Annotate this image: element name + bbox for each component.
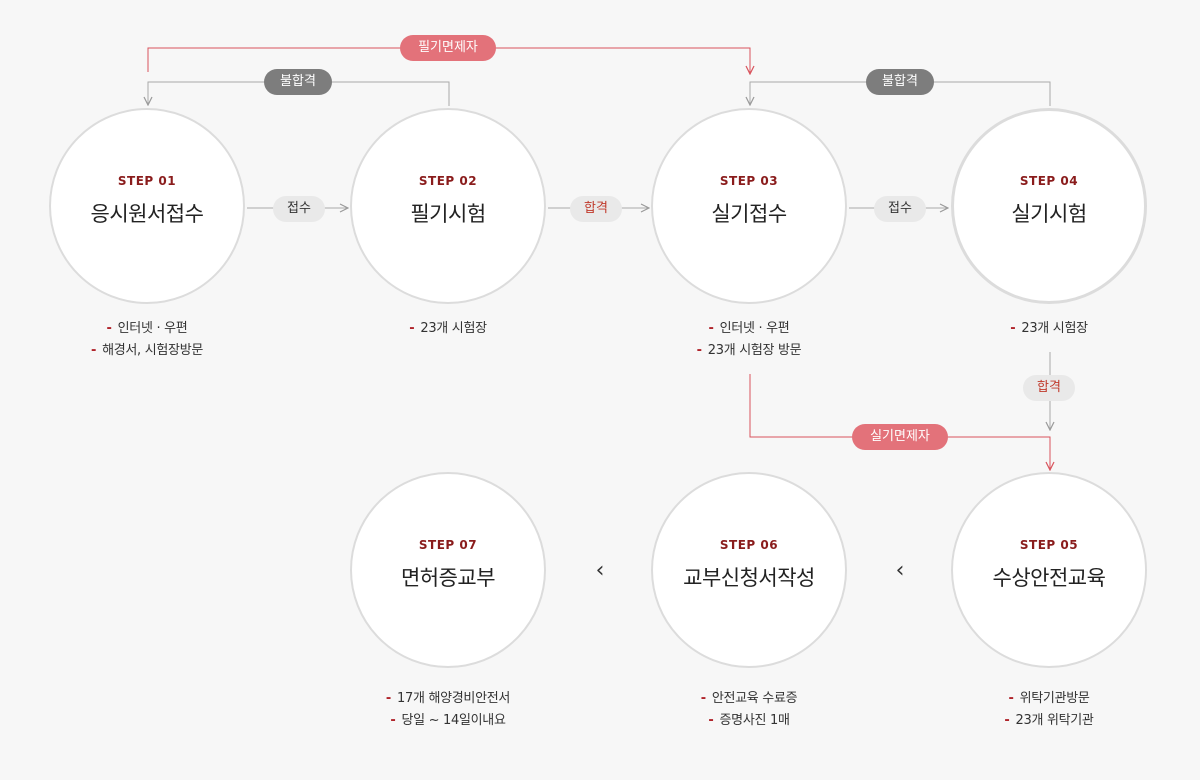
written-exempt-label: 필기면제자 (400, 35, 496, 61)
pass-label-1: 합격 (570, 196, 622, 222)
step-1-notes: -인터넷 · 우편 -해경서, 시험장방문 (27, 318, 267, 362)
step-4-notes: -23개 시험장 (929, 318, 1169, 340)
step-2-circle: STEP 02 필기시험 (350, 108, 546, 304)
step-5-notes: -위탁기관방문 -23개 위탁기관 (929, 688, 1169, 732)
step-6-note-1: -안전교육 수료증 (700, 691, 798, 706)
step-2-number: STEP 02 (418, 174, 478, 188)
step-4-number: STEP 04 (1019, 174, 1079, 188)
step-1-number: STEP 01 (117, 174, 177, 188)
step-1-title: 응시원서접수 (90, 202, 204, 226)
step-6-note-2: -증명사진 1매 (708, 713, 790, 728)
step-3-note-1: -인터넷 · 우편 (708, 321, 790, 336)
step-3-title: 실기접수 (711, 202, 787, 226)
step-2-title: 필기시험 (410, 202, 486, 226)
step-7-circle: STEP 07 면허증교부 (350, 472, 546, 668)
step-7-note-2: -당일 ~ 14일이내요 (390, 713, 506, 728)
pass-label-2: 합격 (1023, 375, 1075, 401)
chevron-left-icon: ‹ (595, 558, 605, 583)
step-5-note-1: -위탁기관방문 (1008, 691, 1090, 706)
step-5-circle: STEP 05 수상안전교육 (951, 472, 1147, 668)
apply-label-1: 접수 (273, 196, 325, 222)
step-6-title: 교부신청서작성 (683, 566, 815, 590)
step-7-number: STEP 07 (418, 538, 478, 552)
step-1-note-1: -인터넷 · 우편 (106, 321, 188, 336)
step-7-note-1: -17개 해양경비안전서 (385, 691, 511, 706)
step-2-notes: -23개 시험장 (328, 318, 568, 340)
practical-exempt-connector (749, 374, 1050, 470)
step-2-note-1: -23개 시험장 (409, 321, 487, 336)
step-6-number: STEP 06 (719, 538, 779, 552)
step-3-number: STEP 03 (719, 174, 779, 188)
step-5-note-2: -23개 위탁기관 (1004, 713, 1094, 728)
step-7-notes: -17개 해양경비안전서 -당일 ~ 14일이내요 (328, 688, 568, 732)
step-3-circle: STEP 03 실기접수 (651, 108, 847, 304)
step-1-circle: STEP 01 응시원서접수 (49, 108, 245, 304)
step-1-note-2: -해경서, 시험장방문 (90, 343, 204, 358)
step-5-title: 수상안전교육 (992, 566, 1106, 590)
step-6-circle: STEP 06 교부신청서작성 (651, 472, 847, 668)
step-6-notes: -안전교육 수료증 -증명사진 1매 (629, 688, 869, 732)
step-4-title: 실기시험 (1011, 202, 1087, 226)
fail-label-2: 불합격 (866, 69, 934, 95)
step-3-notes: -인터넷 · 우편 -23개 시험장 방문 (629, 318, 869, 362)
step-7-title: 면허증교부 (400, 566, 496, 590)
practical-exempt-label: 실기면제자 (852, 424, 948, 450)
step-4-note-1: -23개 시험장 (1010, 321, 1088, 336)
apply-label-2: 접수 (874, 196, 926, 222)
step-4-circle: STEP 04 실기시험 (951, 108, 1147, 304)
step-5-number: STEP 05 (1019, 538, 1079, 552)
fail-label-1: 불합격 (264, 69, 332, 95)
step-3-note-2: -23개 시험장 방문 (696, 343, 802, 358)
chevron-left-icon: ‹ (895, 558, 905, 583)
